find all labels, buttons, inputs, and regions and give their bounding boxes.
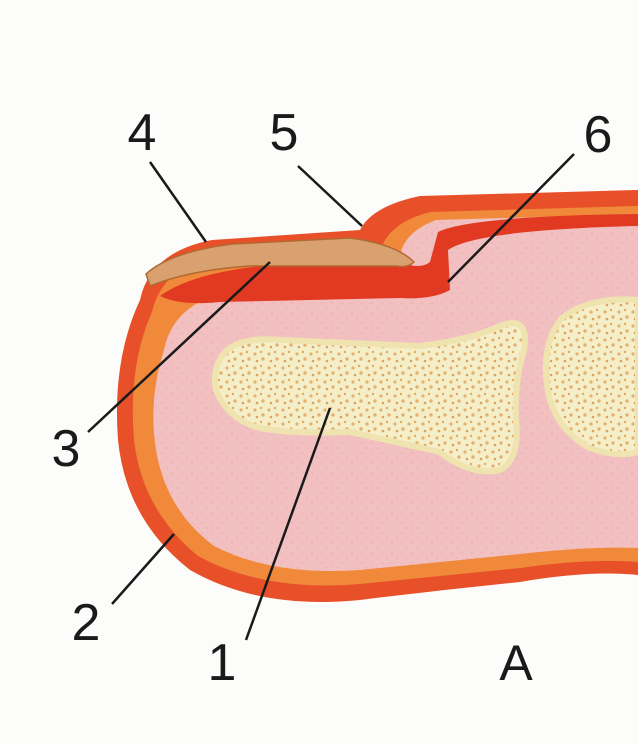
panel-letter: A xyxy=(499,635,533,691)
callout-number-6: 6 xyxy=(584,106,613,164)
callout-number-1: 1 xyxy=(208,634,237,692)
leader-line-5 xyxy=(298,166,362,226)
callout-number-4: 4 xyxy=(128,104,157,162)
leader-line-2 xyxy=(112,534,174,604)
callout-number-2: 2 xyxy=(72,594,101,652)
leader-line-4 xyxy=(150,162,206,242)
callout-number-5: 5 xyxy=(270,104,299,162)
callout-number-3: 3 xyxy=(52,420,81,478)
